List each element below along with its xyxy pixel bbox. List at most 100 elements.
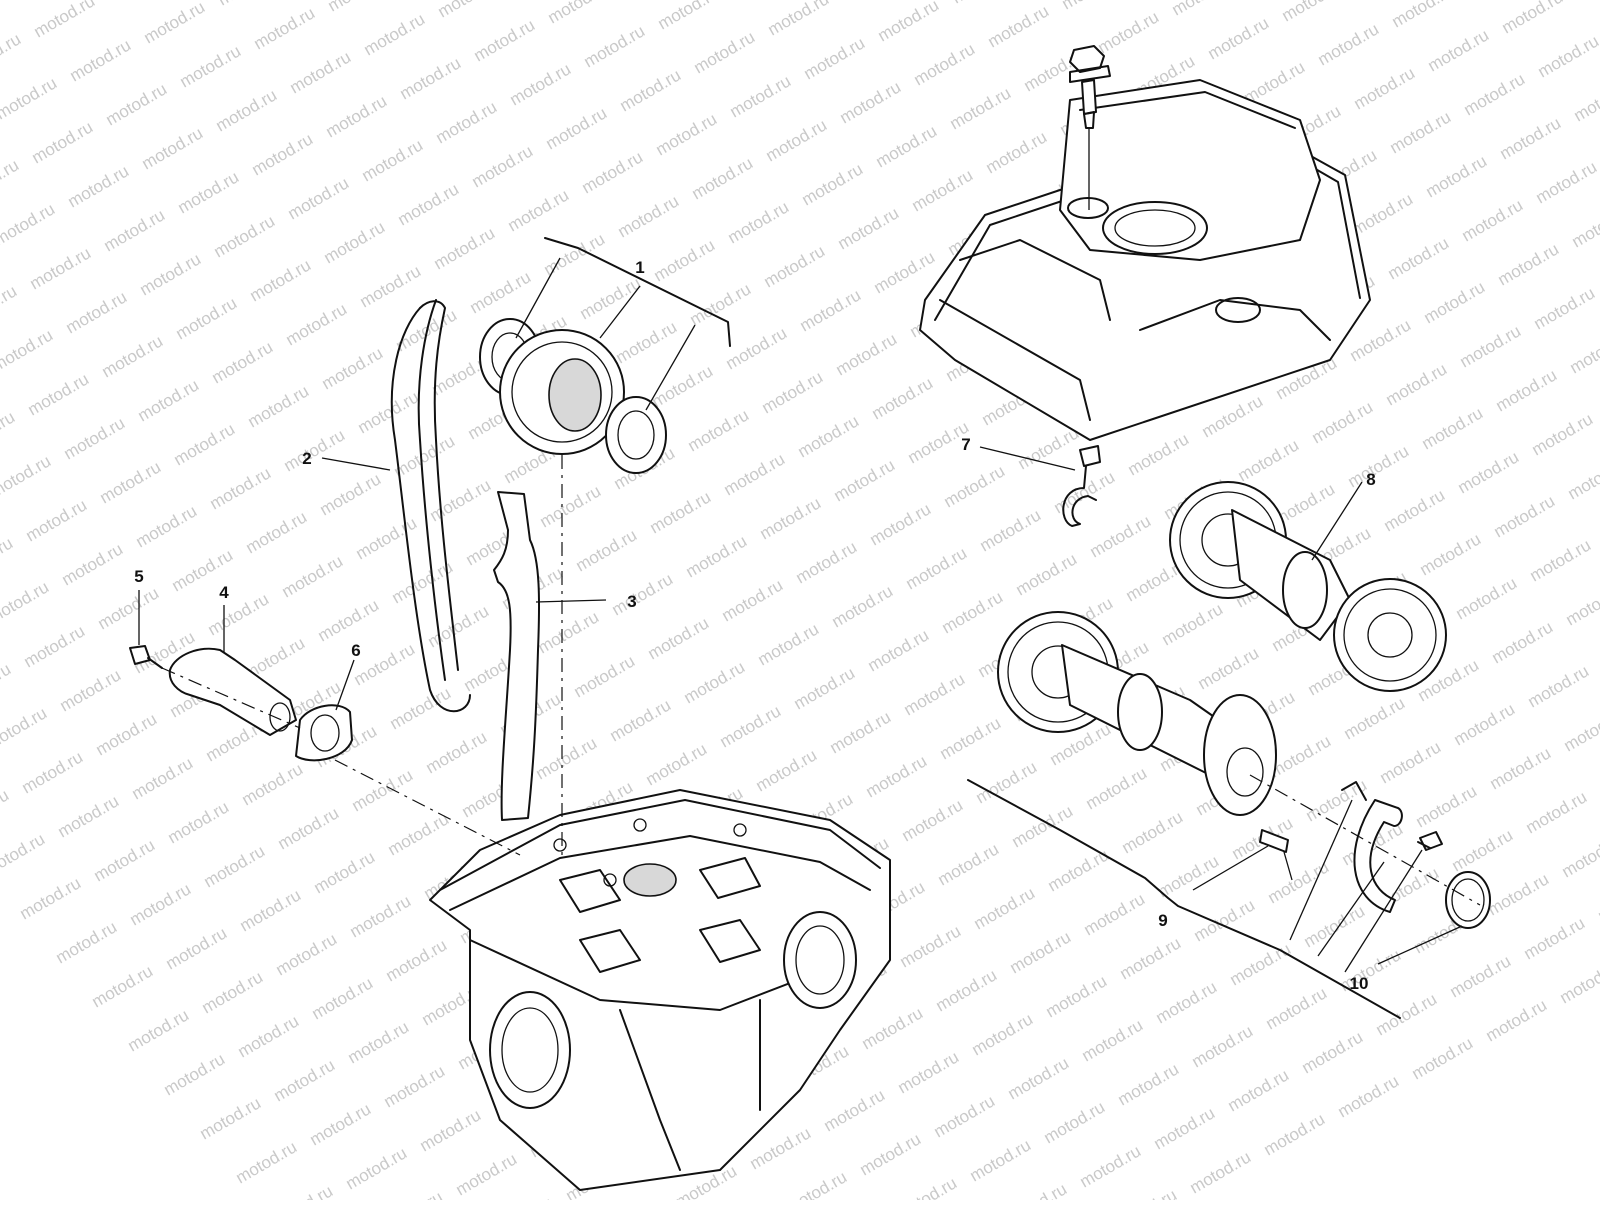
watermark-text: motod.ru [977,505,1045,555]
watermark-text: motod.ru [1533,157,1600,207]
watermark-text: motod.ru [935,839,1003,889]
watermark-text: motod.ru [0,829,48,879]
watermark-text: motod.ru [1227,939,1295,989]
watermark-text: motod.ru [235,1011,303,1061]
watermark-text: motod.ru [0,73,60,123]
watermark-text: motod.ru [1309,397,1377,447]
watermark-text: motod.ru [1263,983,1331,1033]
watermark-text: motod.ru [537,481,605,531]
watermark-text: motod.ru [275,803,343,853]
watermark-text: motod.ru [541,229,609,279]
watermark-text: motod.ru [95,583,163,633]
watermark-text: motod.ru [1409,1033,1477,1083]
watermark-text: motod.ru [681,657,749,707]
watermark-text: motod.ru [173,293,241,343]
watermark-text: motod.ru [835,203,903,253]
watermark-text: motod.ru [857,1129,925,1179]
watermark-text: motod.ru [579,147,647,197]
watermark-text: motod.ru [1565,453,1600,503]
watermark-text: motod.ru [1521,913,1589,963]
watermark-text: motod.ru [1007,927,1075,977]
watermark-text: motod.ru [831,455,899,505]
watermark-text: motod.ru [653,109,721,159]
watermark-text: motod.ru [1495,239,1563,289]
watermark-text: motod.ru [1569,201,1600,251]
watermark-text: motod.ru [0,785,12,835]
watermark-text: motod.ru [199,967,267,1017]
watermark-text: motod.ru [273,929,341,979]
watermark-text: motod.ru [323,91,391,141]
watermark-text: motod.ru [1377,737,1445,787]
watermark-text: motod.ru [141,0,209,47]
watermark-text: motod.ru [683,531,751,581]
watermark-text: motod.ru [613,317,681,367]
watermark-text: motod.ru [343,1143,411,1193]
watermark-text: motod.ru [911,39,979,89]
watermark-text: motod.ru [1459,195,1527,245]
watermark-text: motod.ru [985,1,1053,51]
watermark-text: motod.ru [651,235,719,285]
watermark-text: motod.ru [23,495,91,545]
watermark-text: motod.ru [899,795,967,845]
watermark-text: motod.ru [727,71,795,121]
watermark-text: motod.ru [1491,491,1559,541]
watermark-text: motod.ru [1447,951,1515,1001]
watermark-text: motod.ru [31,0,99,41]
watermark-text: motod.ru [423,727,491,777]
watermark-text: motod.ru [211,211,279,261]
watermark-text: motod.ru [89,961,157,1011]
watermark-text: motod.ru [1005,1053,1073,1103]
watermark-text: motod.ru [239,759,307,809]
watermark-text: motod.ru [1531,283,1599,333]
watermark-text: motod.ru [97,457,165,507]
watermark-text: motod.ru [1205,13,1273,63]
watermark-text: motod.ru [719,575,787,625]
watermark-text: motod.ru [1527,535,1595,585]
watermark-text: motod.ru [643,739,711,789]
watermark-text: motod.ru [349,765,417,815]
watermark-text: motod.ru [871,247,939,297]
watermark-text: motod.ru [1087,511,1155,561]
watermark-text: motod.ru [1461,69,1529,119]
watermark-text: motod.ru [507,59,575,109]
watermark-text: motod.ru [721,449,789,499]
watermark-text: motod.ru [315,595,383,645]
watermark-text: motod.ru [139,123,207,173]
watermark-text: motod.ru [1345,441,1413,491]
watermark-text: motod.ru [1315,19,1383,69]
watermark-text: motod.ru [281,425,349,475]
watermark-text: motod.ru [933,965,1001,1015]
watermark-text: motod.ru [1535,31,1600,81]
watermark-text: motod.ru [431,223,499,273]
watermark-text: motod.ru [65,161,133,211]
watermark-text: motod.ru [755,619,823,669]
watermark-text: motod.ru [201,841,269,891]
watermark-text: motod.ru [1015,423,1083,473]
watermark-text: motod.ru [1449,825,1517,875]
watermark-text: motod.ru [1529,409,1597,459]
watermark-text: motod.ru [821,1085,889,1135]
watermark-text: motod.ru [245,381,313,431]
watermark-text: motod.ru [783,1167,851,1200]
watermark-text: motod.ru [161,1049,229,1099]
watermark-text: motod.ru [1499,0,1567,37]
watermark-text: motod.ru [1487,743,1555,793]
watermark-text: motod.ru [573,525,641,575]
watermark-text: motod.ru [1125,429,1193,479]
watermark-text: motod.ru [1413,781,1481,831]
watermark-text: motod.ru [1189,1021,1257,1071]
watermark-text: motod.ru [795,411,863,461]
watermark-text: motod.ru [347,891,415,941]
watermark-text: motod.ru [947,83,1015,133]
watermark-text: motod.ru [971,883,1039,933]
watermark-text: motod.ru [469,141,537,191]
watermark-text: motod.ru [1561,705,1600,755]
watermark-text: motod.ru [1187,1147,1255,1197]
watermark-text: motod.ru [873,121,941,171]
watermark-text: motod.ru [647,487,715,537]
watermark-text: motod.ru [1557,957,1600,1007]
watermark-text: motod.ru [545,0,613,27]
watermark-text: motod.ru [983,127,1051,177]
watermark-text: motod.ru [1191,895,1259,945]
